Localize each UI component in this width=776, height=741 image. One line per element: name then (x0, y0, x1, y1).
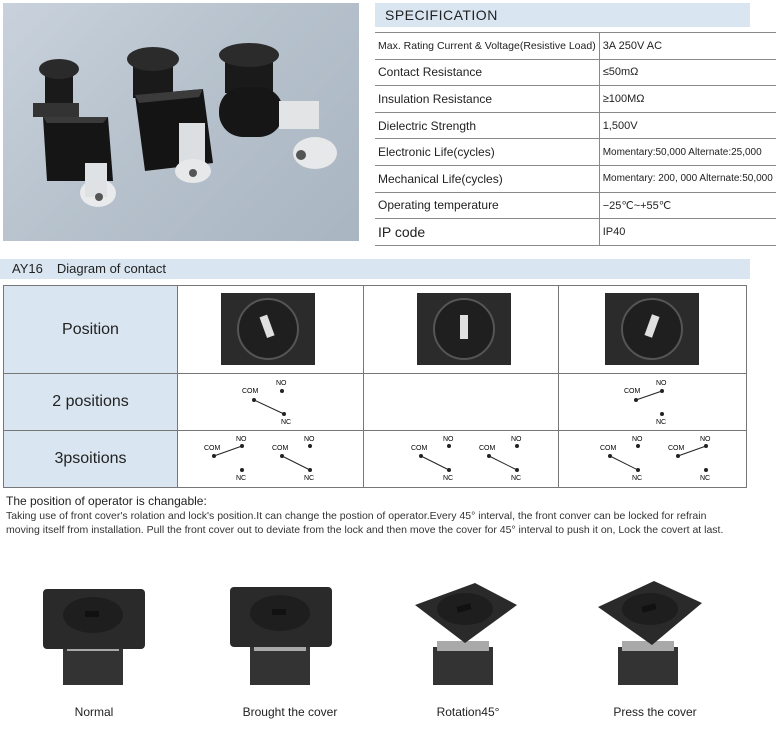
com-label: COM (204, 445, 221, 452)
contact-3pos-4: COM NO NC (479, 436, 522, 482)
spec-value: IP40 (599, 218, 776, 246)
specification-heading: SPECIFICATION (375, 3, 750, 27)
no-label: NO (656, 380, 667, 387)
spec-row: Mechanical Life(cycles)Momentary: 200, 0… (375, 165, 776, 193)
nc-label: NC (511, 475, 521, 482)
grid-divider (4, 430, 746, 431)
row-label-2-positions: 2 positions (4, 374, 178, 430)
grid-divider (363, 286, 364, 487)
knob-image-1 (221, 293, 315, 365)
com-label: COM (479, 445, 496, 452)
spec-row: Operating temperature−25℃~+55℃ (375, 192, 776, 220)
contact-2pos-right: COM NO NC (624, 380, 667, 426)
model-label: AY16 (12, 261, 43, 276)
product-normal-image (43, 589, 145, 685)
com-label: COM (272, 445, 289, 452)
spec-value: −25℃~+55℃ (599, 192, 776, 220)
com-label: COM (242, 388, 259, 395)
notes-line-2: moving itself from installation. Pull th… (6, 524, 724, 536)
spec-value: ≤50mΩ (599, 59, 776, 87)
nc-label: NC (236, 475, 246, 482)
nc-label: NC (304, 475, 314, 482)
spec-key: Mechanical Life(cycles) (375, 165, 600, 193)
product-photo (3, 3, 359, 241)
contact-grid: Position 2 positions 3psoitions COM NO N… (3, 285, 747, 488)
no-label: NO (304, 436, 315, 443)
spec-key: Insulation Resistance (375, 85, 600, 113)
nc-label: NC (443, 475, 453, 482)
contact-3pos-2: COM NO NC (272, 436, 315, 482)
spec-key: Dielectric Strength (375, 112, 600, 140)
no-label: NO (276, 380, 287, 387)
switch-right (219, 43, 337, 169)
spec-key: IP code (375, 218, 600, 246)
contact-3pos-3: COM NO NC (411, 436, 454, 482)
caption-brought-cover: Brought the cover (242, 705, 338, 719)
product-press-cover-image (598, 581, 702, 685)
contact-diagram-heading: AY16 Diagram of contact (0, 259, 750, 279)
product-brought-cover-image (230, 587, 332, 685)
specification-table: Max. Rating Current & Voltage(Resistive … (375, 32, 776, 246)
com-label: COM (600, 445, 617, 452)
nc-label: NC (281, 419, 291, 426)
spec-key: Electronic Life(cycles) (375, 138, 600, 166)
no-label: NO (236, 436, 247, 443)
contact-3pos-6: COM NO NC (668, 436, 711, 482)
spec-row: Contact Resistance≤50mΩ (375, 59, 776, 87)
contact-3pos-1: COM NO NC (204, 436, 247, 482)
contact-3pos-5: COM NO NC (600, 436, 643, 482)
no-label: NO (632, 436, 643, 443)
contact-2pos-left: COM NO NC (242, 380, 291, 426)
notes-title: The position of operator is changable: (6, 494, 207, 508)
spec-value: Momentary: 200, 000 Alternate:50,000 (599, 165, 776, 193)
grid-divider (4, 373, 746, 374)
spec-value: 3A 250V AC (599, 32, 776, 60)
no-label: NO (443, 436, 454, 443)
nc-label: NC (700, 475, 710, 482)
switch-left (33, 59, 116, 207)
spec-value: 1,500V (599, 112, 776, 140)
row-label-position: Position (4, 286, 178, 373)
nc-label: NC (656, 419, 666, 426)
diagram-title: Diagram of contact (56, 261, 166, 276)
knob-image-2 (417, 293, 511, 365)
caption-press-cover: Press the cover (613, 705, 697, 719)
spec-key: Operating temperature (375, 192, 600, 220)
com-label: COM (624, 388, 641, 395)
com-label: COM (411, 445, 428, 452)
caption-normal: Normal (74, 705, 114, 719)
spec-row: Insulation Resistance≥100MΩ (375, 85, 776, 113)
no-label: NO (511, 436, 522, 443)
product-rotation-image (415, 583, 517, 685)
grid-divider (558, 286, 559, 487)
spec-key: Max. Rating Current & Voltage(Resistive … (375, 32, 600, 60)
row-label-3-positions: 3psoitions (4, 431, 178, 487)
spec-value: Momentary:50,000 Alternate:25,000 (599, 138, 776, 166)
nc-label: NC (632, 475, 642, 482)
spec-row: Electronic Life(cycles)Momentary:50,000 … (375, 138, 776, 166)
notes-line-1: Taking use of front cover's rolation and… (6, 510, 707, 522)
switch-middle (127, 47, 213, 183)
no-label: NO (700, 436, 711, 443)
spec-value: ≥100MΩ (599, 85, 776, 113)
spec-key: Contact Resistance (375, 59, 600, 87)
knob-image-3 (605, 293, 699, 365)
com-label: COM (668, 445, 685, 452)
caption-rotation: Rotation45° (436, 705, 500, 719)
spec-row: Max. Rating Current & Voltage(Resistive … (375, 32, 776, 60)
